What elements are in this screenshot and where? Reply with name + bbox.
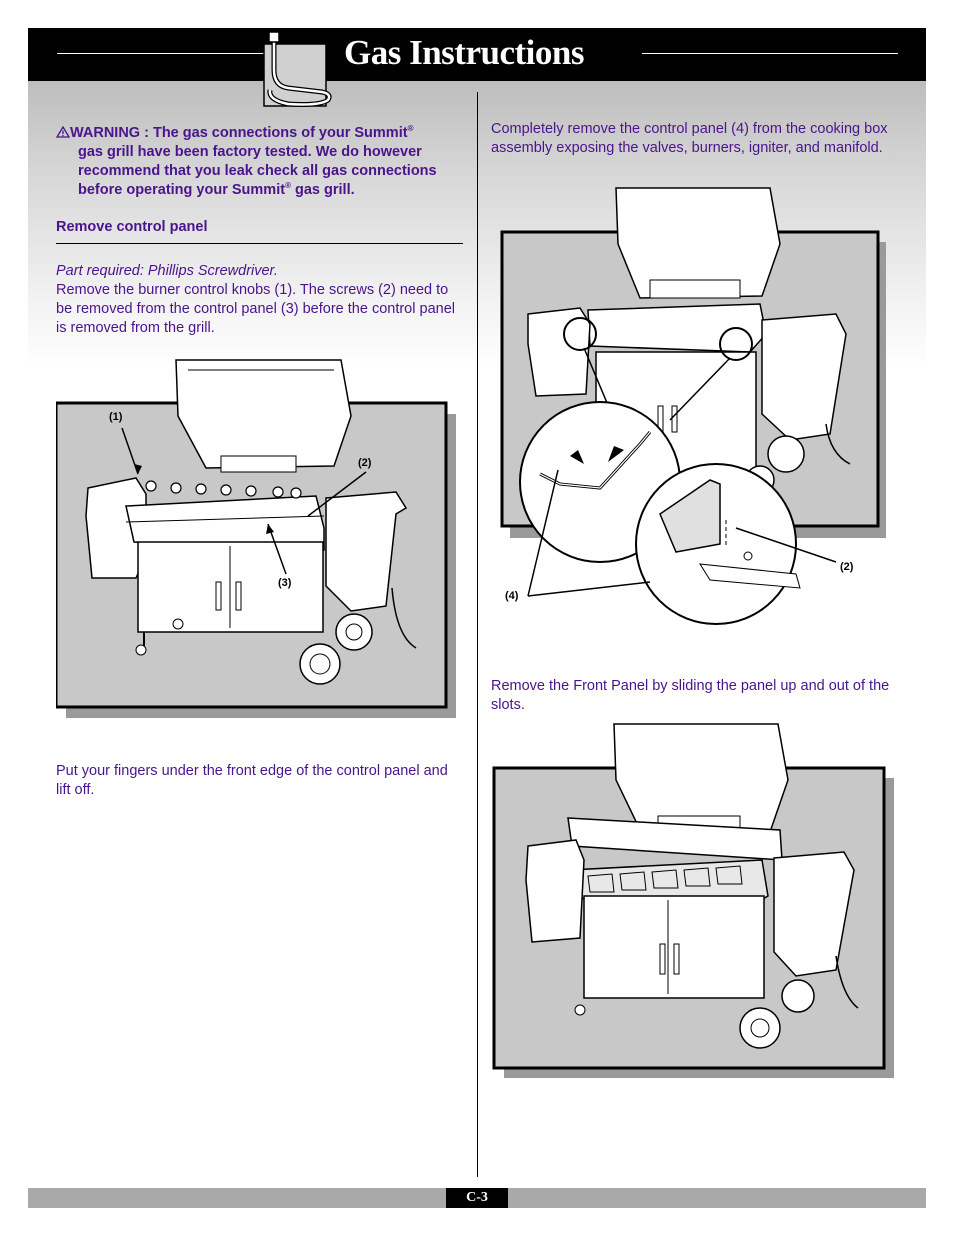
header-bar: Gas Instructions [28, 28, 926, 81]
section-heading: Remove control panel [56, 219, 208, 235]
registered-mark: ® [407, 124, 414, 134]
grill-knobs-figure: (1) (2) (3) [56, 359, 456, 718]
lift-panel-instruction: Put your fingers under the front edge of… [56, 763, 448, 798]
warning-line-1: WARNING : The gas connections of your Su… [70, 125, 408, 141]
header-rule-left [57, 53, 276, 54]
registered-mark: ® [285, 181, 291, 191]
warning-triangle-icon [55, 125, 71, 138]
callout-2: (2) [358, 457, 372, 469]
callout-2-detail: (2) [840, 561, 854, 573]
warning-line-2: gas grill have been factory tested. We d… [78, 144, 422, 160]
page-title: Gas Instructions [344, 33, 584, 72]
front-panel-instruction: Remove the Front Panel by sliding the pa… [491, 678, 890, 713]
front-panel-removal-figure [492, 723, 894, 1078]
remove-knobs-instruction: Remove the burner control knobs (1). The… [56, 282, 455, 336]
control-panel-removal-figure: (4) (2) [500, 187, 886, 625]
part-required-note: Part required: Phillips Screwdriver. [56, 263, 278, 279]
callout-3: (3) [278, 577, 292, 589]
header-rule-right [642, 53, 898, 54]
heading-rule [56, 243, 463, 244]
gas-hose-icon [263, 31, 332, 107]
warning-line-4a: before operating your Summit [78, 182, 286, 198]
warning-line-3: recommend that you leak check all gas co… [78, 163, 437, 179]
callout-1: (1) [109, 411, 123, 423]
page-number: C-3 [446, 1188, 508, 1208]
column-divider [477, 92, 478, 1177]
remove-panel-instruction: Completely remove the control panel (4) … [491, 121, 888, 156]
warning-line-4b: gas grill. [290, 182, 355, 198]
callout-4: (4) [505, 590, 519, 602]
warning-block: WARNING : The gas connections of your Su… [55, 124, 466, 200]
